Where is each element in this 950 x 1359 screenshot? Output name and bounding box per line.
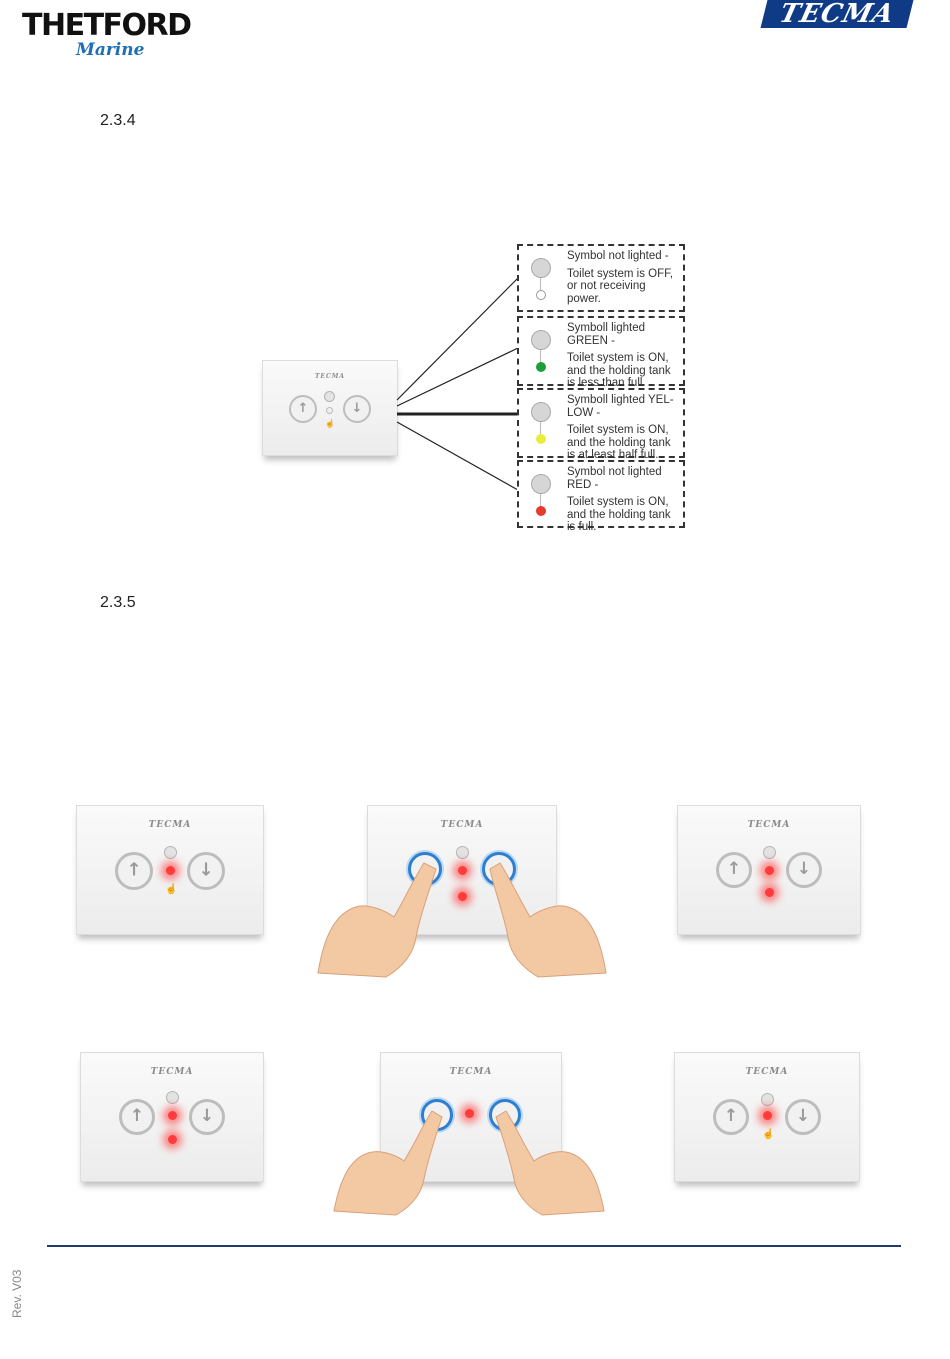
thetford-marine-logo: THETFORD Marine xyxy=(22,8,202,62)
flush-up-button-icon: ↑ xyxy=(713,1099,749,1135)
legend-body: Toilet system is OFF, or not receiving p… xyxy=(567,267,674,305)
red-led xyxy=(763,1111,772,1120)
red-led xyxy=(168,1111,177,1120)
drain-down-button-icon: ↓ xyxy=(187,852,225,890)
red-led xyxy=(765,888,774,897)
symbol-stem xyxy=(540,422,541,434)
legend-text: Symboll lighted GREEN - Toilet system is… xyxy=(567,322,679,390)
legend-item-green: Symboll lighted GREEN - Toilet system is… xyxy=(517,316,685,389)
legend-connector-lines xyxy=(396,277,519,491)
legend-body: Toilet system is ON, and the holding tan… xyxy=(567,496,671,533)
panel-brand: TECMA xyxy=(440,820,484,830)
tank-symbol-icon xyxy=(164,846,177,859)
panel-step-4: TECMA ↑ ↓ xyxy=(80,1052,264,1182)
tank-symbol-icon xyxy=(531,402,551,422)
symbol-stem xyxy=(540,494,541,506)
panel-brand: TECMA xyxy=(150,1067,194,1077)
flush-up-button-icon: ↑ xyxy=(716,852,752,888)
red-led xyxy=(166,866,175,875)
panel-brand: TECMA xyxy=(745,1067,789,1077)
revision-label: Rev. V03 xyxy=(10,1269,24,1318)
connector-line-2 xyxy=(396,347,519,407)
drain-down-button-icon: ↓ xyxy=(343,395,371,423)
red-led xyxy=(168,1135,177,1144)
footer-divider xyxy=(47,1245,901,1247)
panel-brand: TECMA xyxy=(148,820,192,830)
legend-text: Symboll lighted YEL-LOW - Toilet system … xyxy=(567,394,679,462)
touch-icon: ☝ xyxy=(762,1129,775,1140)
legend-body: Toilet system is ON, and the holding tan… xyxy=(567,424,671,461)
legend-item-yellow: Symboll lighted YEL-LOW - Toilet system … xyxy=(517,388,685,461)
status-led-indicator xyxy=(536,362,546,372)
marine-logo-word: Marine xyxy=(76,40,145,60)
status-led xyxy=(326,407,333,414)
legend-text: Symbol not lighted RED - Toilet system i… xyxy=(567,466,679,534)
tank-symbol-icon xyxy=(531,474,551,494)
right-hand-pressing-icon xyxy=(489,862,607,978)
drain-down-button-icon: ↓ xyxy=(189,1099,225,1135)
status-led-indicator xyxy=(536,506,546,516)
tank-symbol-icon xyxy=(324,391,335,402)
panel-brand: TECMA xyxy=(449,1067,493,1077)
red-led xyxy=(458,892,467,901)
red-led xyxy=(765,866,774,875)
symbol-stem xyxy=(540,350,541,362)
tank-symbol-icon xyxy=(531,330,551,350)
thetford-logo-word: THETFORD xyxy=(22,8,192,43)
status-led-indicator xyxy=(536,434,546,444)
legend-text: Symbol not lighted - Toilet system is OF… xyxy=(567,250,679,305)
flush-up-button-icon: ↑ xyxy=(119,1099,155,1135)
legend-title: Symboll lighted YEL-LOW - xyxy=(567,394,674,419)
panel-brand: TECMA xyxy=(314,373,346,380)
symbol-stem xyxy=(540,278,541,290)
flush-up-button-icon: ↑ xyxy=(115,852,153,890)
touch-icon: ☝ xyxy=(165,884,178,895)
red-led xyxy=(458,866,467,875)
tank-symbol-icon xyxy=(763,846,776,859)
panel-brand: TECMA xyxy=(747,820,791,830)
connector-line-1 xyxy=(396,277,519,401)
red-led xyxy=(465,1109,474,1118)
section-number-2-3-4: 2.3.4 xyxy=(100,112,136,129)
left-hand-pressing-icon xyxy=(333,1110,443,1216)
legend-item-red: Symbol not lighted RED - Toilet system i… xyxy=(517,460,685,533)
tank-symbol-icon xyxy=(166,1091,179,1104)
legend-title: Symboll lighted GREEN - xyxy=(567,322,645,347)
touch-icon: ☝ xyxy=(325,419,335,428)
status-led-indicator xyxy=(536,290,546,300)
panel-step-3: TECMA ↑ ↓ xyxy=(677,805,861,935)
tank-symbol-icon xyxy=(531,258,551,278)
left-hand-pressing-icon xyxy=(317,862,437,978)
legend-title: Symbol not lighted - xyxy=(567,250,669,262)
connector-line-4 xyxy=(396,421,519,491)
panel-step-6: TECMA ↑ ↓ ☝ xyxy=(674,1052,860,1182)
drain-down-button-icon: ↓ xyxy=(786,852,822,888)
tank-symbol-icon xyxy=(761,1093,774,1106)
tecma-logo: TECMA xyxy=(760,0,914,29)
flush-up-button-icon: ↑ xyxy=(289,395,317,423)
legend-body: Toilet system is ON, and the holding tan… xyxy=(567,352,671,389)
legend-item-off: Symbol not lighted - Toilet system is OF… xyxy=(517,244,685,312)
tank-symbol-icon xyxy=(456,846,469,859)
drain-down-button-icon: ↓ xyxy=(785,1099,821,1135)
right-hand-pressing-icon xyxy=(495,1110,605,1216)
legend-title: Symbol not lighted RED - xyxy=(567,466,662,491)
panel-step-1: TECMA ↑ ↓ ☝ xyxy=(76,805,264,935)
control-panel-illustration: TECMA ↑ ↓ ☝ xyxy=(262,360,398,456)
section-number-2-3-5: 2.3.5 xyxy=(100,594,136,611)
